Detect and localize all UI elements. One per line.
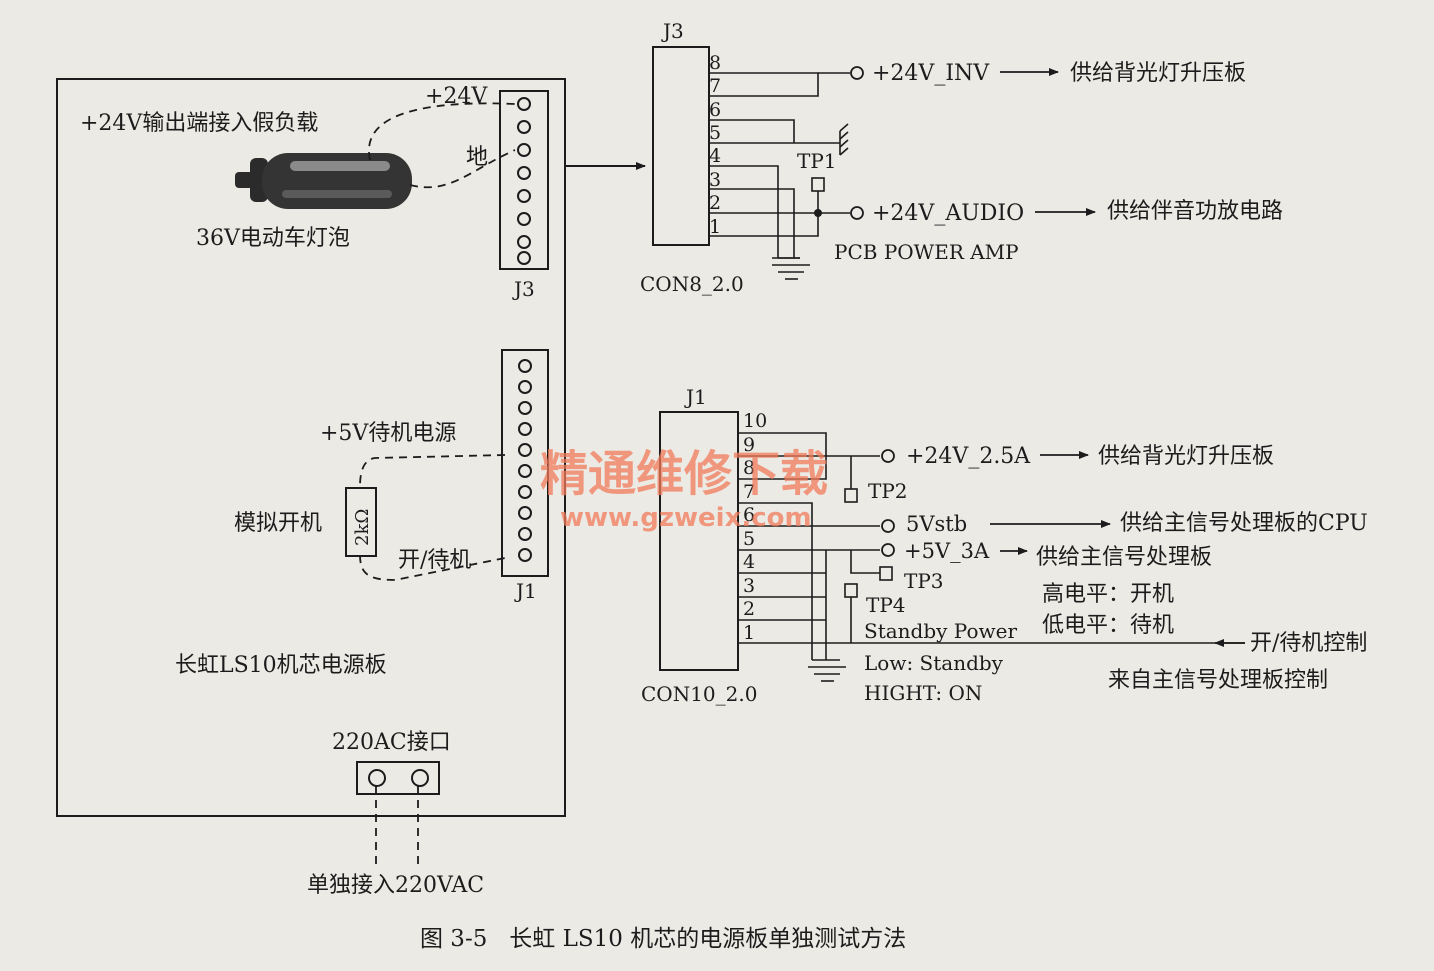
j3-connector-box (652, 46, 710, 246)
control-source-label: 来自主信号处理板控制 (1108, 668, 1328, 693)
low-standby-label: Low: Standby (864, 651, 1004, 675)
resistor-value: 2kΩ (352, 509, 373, 546)
standby-supply-label: +5V待机电源 (320, 421, 456, 446)
sig-24v-label: +24V_2.5A (906, 444, 1031, 469)
audio-signal-label: +24V_AUDIO (872, 201, 1024, 226)
j1-pin-9: 9 (743, 434, 755, 456)
bulb-label: 36V电动车灯泡 (196, 226, 350, 251)
resistor-wire-top (359, 454, 506, 489)
j1-pin-10: 10 (743, 410, 767, 432)
j1-connector-box (659, 411, 739, 671)
j1-24v-terminal (881, 449, 895, 463)
bulb-wire-plus24v (368, 102, 516, 161)
sig-5vstb-target: 供给主信号处理板的CPU (1120, 511, 1368, 536)
watermark-url: www.gzweix.com (560, 503, 812, 533)
j3-pin-6: 6 (709, 99, 721, 121)
ac-port-label: 220AC接口 (332, 730, 451, 755)
dummy-load-label: +24V输出端接入假负载 (80, 111, 318, 136)
j1-5v-terminal (881, 543, 895, 557)
j1-wires (738, 432, 1245, 682)
j3-pin-3: 3 (709, 169, 721, 191)
board-j3-connector (499, 90, 549, 270)
tp3-pad (879, 566, 893, 581)
j1-pin-7: 7 (743, 481, 755, 503)
j3-wires (709, 72, 850, 280)
standby-power-label: Standby Power (864, 619, 1017, 643)
resistor-2k (345, 487, 377, 557)
tp2-label: TP2 (868, 479, 908, 503)
j1-pin-6: 6 (743, 504, 755, 526)
tp1-label: TP1 (797, 149, 837, 173)
tp3-label: TP3 (904, 569, 944, 593)
j3-pin-7: 7 (709, 75, 721, 97)
sig-5v-target: 供给主信号处理板 (1036, 545, 1212, 570)
j3-pin-5: 5 (709, 122, 721, 144)
high-on-label: HIGHT: ON (864, 681, 982, 705)
low-level-note: 低电平：待机 (1042, 613, 1174, 638)
j3-inv-terminal (850, 66, 864, 80)
j3-audio-terminal (850, 206, 864, 220)
resistor-wire-bottom (359, 554, 506, 581)
j3-pin-1: 1 (709, 216, 721, 238)
audio-target-label: 供给伴音功放电路 (1107, 199, 1283, 224)
j3-pin-8: 8 (709, 52, 721, 74)
tp4-label: TP4 (866, 593, 906, 617)
figure-caption: 图 3-5 长虹 LS10 机芯的电源板单独测试方法 (420, 926, 906, 952)
plus24v-pin-label: +24V (425, 84, 488, 109)
watermark-cn: 精通维修下载 (540, 446, 828, 502)
j1-pin-5: 5 (743, 528, 755, 550)
control-label: 开/待机控制 (1250, 631, 1367, 656)
j1-part-label: CON10_2.0 (641, 682, 757, 706)
j1-pin-4: 4 (743, 551, 755, 573)
ac-input-wires (375, 786, 419, 866)
j1-title: J1 (684, 385, 707, 409)
amp-label: PCB POWER AMP (834, 240, 1019, 264)
board-j1-label: J1 (514, 579, 537, 603)
j3-title: J3 (661, 19, 684, 43)
ac-input-label: 单独接入220VAC (307, 873, 484, 898)
ac-port (356, 761, 440, 795)
sig-24v-target: 供给背光灯升压板 (1098, 444, 1274, 469)
board-j1-connector (501, 349, 549, 577)
high-level-note: 高电平：开机 (1042, 582, 1174, 607)
ground-pin-label: 地 (466, 145, 488, 170)
sig-5vstb-label: 5Vstb (906, 512, 967, 536)
sig-5v-label: +5V_3A (904, 539, 990, 563)
j3-junction-dot (814, 209, 822, 217)
j1-pin-3: 3 (743, 575, 755, 597)
j3-part-label: CON8_2.0 (640, 272, 744, 296)
board-title: 长虹LS10机芯电源板 (175, 653, 387, 678)
j1-5vstb-terminal (881, 519, 895, 533)
j1-pin-2: 2 (743, 598, 755, 620)
onoff-label: 开/待机 (398, 548, 471, 573)
sim-power-label: 模拟开机 (234, 511, 322, 536)
j1-pin-1: 1 (743, 622, 755, 644)
power-board (56, 78, 566, 817)
inv-signal-label: +24V_INV (872, 61, 990, 86)
j3-pin-2: 2 (709, 192, 721, 214)
bulb-icon (235, 153, 412, 209)
j1-pin-8: 8 (743, 457, 755, 479)
j3-pin-4: 4 (709, 145, 721, 167)
inv-target-label: 供给背光灯升压板 (1070, 61, 1246, 86)
board-j3-label: J3 (512, 277, 535, 301)
